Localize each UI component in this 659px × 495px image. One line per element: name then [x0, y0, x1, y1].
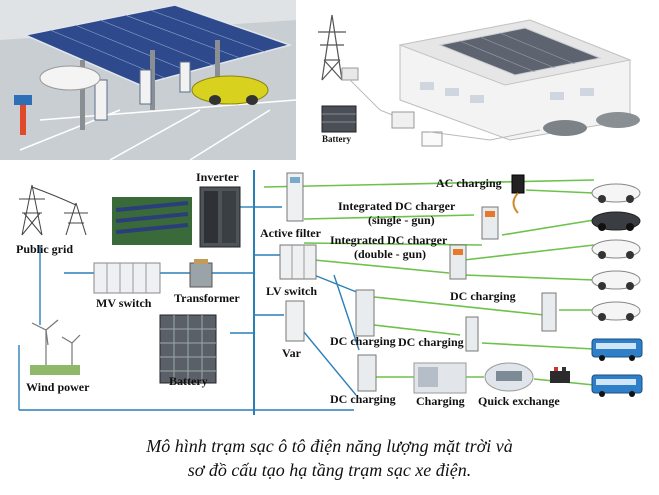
dc-charging-label-c: DC charging	[398, 335, 464, 349]
white-car-icon	[591, 239, 641, 259]
mv-switch-gear-icon	[93, 262, 161, 294]
quick-exchange-label: Quick exchange	[478, 394, 560, 408]
inverter-cabinet-icon	[199, 186, 241, 248]
battery-rack-icon	[159, 314, 217, 384]
building-energy-system-photo: Battery	[300, 0, 659, 160]
white-car-icon	[591, 183, 641, 203]
ac-charging-label: AC charging	[436, 176, 502, 190]
charger-post	[139, 69, 152, 105]
dc-charging-label-a: DC charging	[330, 334, 396, 348]
dc-charging-label-d: DC charging	[330, 392, 396, 406]
transformer-label: Transformer	[174, 291, 240, 305]
transformer-icon	[189, 259, 213, 288]
parked-car-icon	[596, 112, 640, 128]
parked-car-icon	[543, 120, 587, 136]
active-filter-label: Active filter	[260, 226, 322, 240]
charging-station-image-icon	[413, 362, 467, 394]
dc-charging-label-b: DC charging	[450, 289, 516, 303]
battery-label: Battery	[169, 374, 208, 388]
dc-charging-cabinet-icon	[355, 289, 375, 337]
var-compensator-cabinet-icon	[285, 300, 305, 342]
charger-post	[179, 61, 191, 93]
dc-charger-double-label-2: (double - gun)	[354, 247, 426, 261]
transmission-tower-icon	[19, 184, 45, 236]
mv-switch-label: MV switch	[96, 296, 152, 310]
dark-car-icon	[591, 211, 641, 231]
var-label: Var	[282, 346, 302, 360]
dc-charger-double-label-1: Integrated DC charger	[330, 233, 448, 247]
exchange-battery-icon	[550, 371, 570, 383]
dc-charger-single-label-1: Integrated DC charger	[338, 199, 456, 213]
caption-line-1: Mô hình trạm sạc ô tô điện năng lượng mặ…	[146, 436, 513, 456]
white-car-icon	[591, 301, 641, 321]
power-tower-icon	[318, 14, 346, 81]
battery-label: Battery	[322, 134, 351, 144]
dc-charger-single-label-2: (single - gun)	[368, 213, 435, 227]
dc-charging-post-icon	[541, 292, 557, 332]
inverter-label: Inverter	[196, 170, 239, 184]
solar-charging-station-photo	[0, 0, 296, 160]
electric-bus-icon	[591, 338, 643, 361]
quick-exchange-image-icon	[484, 362, 534, 392]
public-grid-label: Public grid	[16, 242, 73, 256]
electric-bus-icon	[591, 374, 643, 397]
battery-rack-icon	[321, 105, 357, 133]
dc-charging-post-icon	[465, 316, 479, 352]
lv-switch-gear-icon	[279, 244, 317, 280]
dc-charging-cabinet-icon	[357, 354, 377, 392]
caption-line-2: sơ đồ cấu tạo hạ tầng trạm sạc xe điện.	[187, 460, 472, 480]
roof-solar-panels	[438, 27, 602, 76]
lv-switch-label: LV switch	[266, 284, 317, 298]
white-car	[39, 65, 101, 91]
charging-label: Charging	[416, 394, 465, 408]
transmission-tower-icon	[64, 202, 88, 236]
active-filter-cabinet-icon	[286, 172, 304, 222]
white-car-icon	[591, 270, 641, 290]
charging-infrastructure-diagram: Public grid Inverter MV switch Transform…	[4, 165, 655, 420]
ac-charger-icon	[511, 174, 525, 194]
wind-power-label: Wind power	[26, 380, 90, 394]
charger-post	[94, 79, 108, 121]
